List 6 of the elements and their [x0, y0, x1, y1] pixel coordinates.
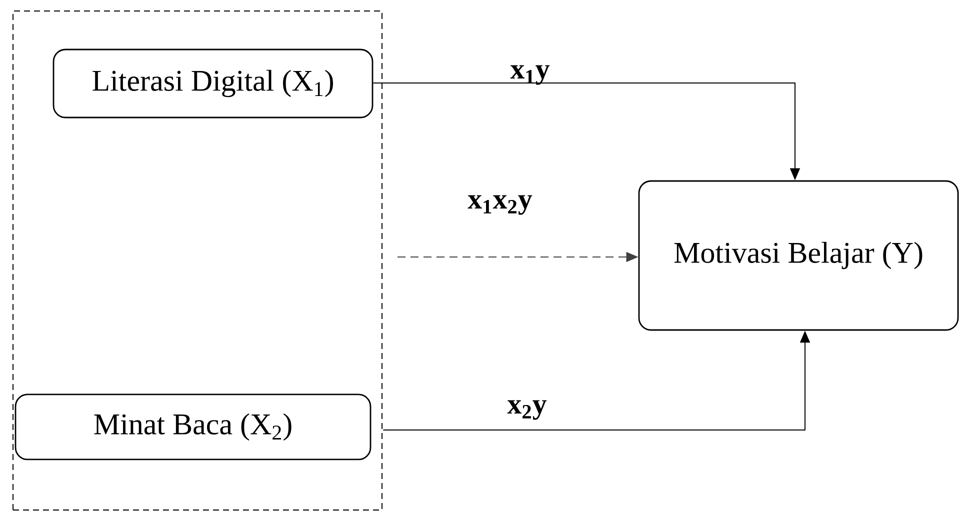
edge-label: x$_{2}$y: [507, 400, 547, 420]
edge-label: x$_{1}$x$_{2}$y: [468, 195, 532, 215]
group-box: [12, 10, 382, 510]
variable-box: Literasi Digital (X$_{1}$): [52, 48, 374, 118]
variable-box: Minat Baca (X$_{2}$): [14, 394, 372, 460]
variable-box: Motivasi Belajar (Y): [638, 180, 959, 331]
